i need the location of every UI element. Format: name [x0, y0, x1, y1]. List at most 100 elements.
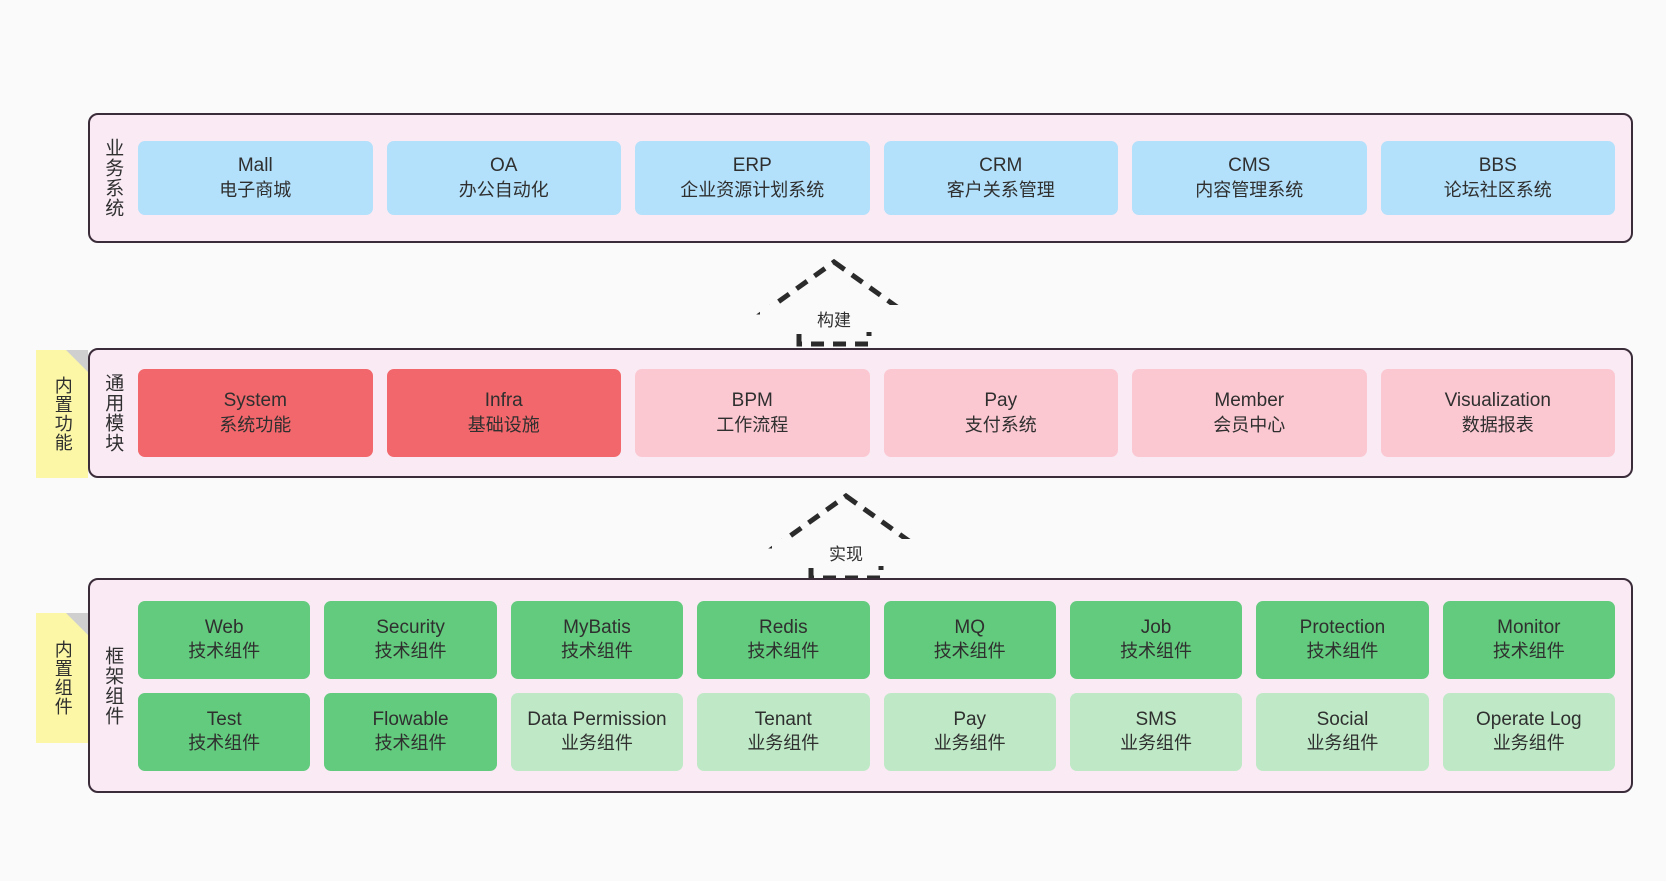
- card-cms[interactable]: CMS 内容管理系统: [1132, 141, 1367, 215]
- card-tenant[interactable]: Tenant 业务组件: [697, 692, 870, 771]
- card-mall[interactable]: Mall 电子商城: [138, 141, 373, 215]
- card-title: Flowable: [372, 708, 449, 730]
- card-subtitle: 电子商城: [219, 179, 292, 200]
- card-infra[interactable]: Infra 基础设施: [386, 369, 621, 457]
- sticky-note-label: 内置组件: [52, 640, 73, 716]
- card-test[interactable]: Test 技术组件: [138, 692, 311, 771]
- card-row: Web 技术组件 Security 技术组件 MyBatis 技术组件 Redi…: [138, 600, 1615, 679]
- card-crm[interactable]: CRM 客户关系管理: [883, 141, 1118, 215]
- card-title: Web: [204, 616, 244, 638]
- card-title: Job: [1140, 616, 1172, 638]
- card-security[interactable]: Security 技术组件: [324, 600, 497, 679]
- card-subtitle: 技术组件: [188, 733, 261, 754]
- card-title: CMS: [1228, 155, 1271, 177]
- layer-body-business: Mall 电子商城 OA 办公自动化 ERP 企业资源计划系统 CRM 客户关系…: [134, 115, 1631, 241]
- card-subtitle: 论坛社区系统: [1443, 179, 1552, 200]
- card-title: BPM: [731, 390, 773, 412]
- card-title: OA: [490, 155, 518, 177]
- card-member[interactable]: Member 会员中心: [1132, 369, 1367, 457]
- card-subtitle: 技术组件: [1306, 641, 1379, 662]
- card-title: Test: [206, 708, 242, 730]
- card-subtitle: 客户关系管理: [946, 179, 1055, 200]
- card-subtitle: 技术组件: [1120, 641, 1193, 662]
- card-job[interactable]: Job 技术组件: [1069, 600, 1243, 679]
- card-title: Data Permission: [527, 708, 667, 730]
- card-mybatis[interactable]: MyBatis 技术组件: [510, 600, 684, 679]
- card-subtitle: 办公自动化: [458, 179, 549, 200]
- card-subtitle: 业务组件: [560, 733, 633, 754]
- card-title: Pay: [953, 708, 987, 730]
- card-row: System 系统功能 Infra 基础设施 BPM 工作流程 Pay 支付系统…: [138, 369, 1615, 457]
- card-title: ERP: [732, 155, 772, 177]
- card-subtitle: 业务组件: [747, 733, 820, 754]
- card-subtitle: 技术组件: [747, 641, 820, 662]
- card-title: Tenant: [754, 708, 812, 730]
- folded-corner-icon: [66, 613, 88, 635]
- arrow-label-realize: 实现: [772, 539, 920, 566]
- card-title: Security: [376, 616, 445, 638]
- card-bpm[interactable]: BPM 工作流程: [635, 369, 870, 457]
- card-subtitle: 业务组件: [1306, 733, 1379, 754]
- layer-common-modules: 通用模块 System 系统功能 Infra 基础设施 BPM 工作流程 Pay…: [88, 348, 1633, 478]
- card-pay[interactable]: Pay 支付系统: [883, 369, 1118, 457]
- card-title: Operate Log: [1475, 708, 1582, 730]
- card-title: Visualization: [1444, 390, 1551, 412]
- layer-title-business: 业务系统: [102, 138, 124, 218]
- card-title: Member: [1214, 390, 1285, 412]
- card-protection[interactable]: Protection 技术组件: [1256, 600, 1429, 679]
- card-subtitle: 企业资源计划系统: [680, 179, 825, 200]
- card-erp[interactable]: ERP 企业资源计划系统: [635, 141, 870, 215]
- card-title: Mall: [237, 155, 273, 177]
- card-subtitle: 技术组件: [560, 641, 633, 662]
- card-title: MQ: [954, 616, 985, 638]
- card-title: Redis: [759, 616, 808, 638]
- layer-title-module: 通用模块: [102, 373, 124, 453]
- card-title: CRM: [979, 155, 1023, 177]
- card-bbs[interactable]: BBS 论坛社区系统: [1380, 141, 1615, 215]
- card-sms[interactable]: SMS 业务组件: [1069, 692, 1243, 771]
- card-monitor[interactable]: Monitor 技术组件: [1442, 600, 1615, 679]
- sticky-note-label: 内置功能: [52, 376, 73, 452]
- card-subtitle: 业务组件: [1492, 733, 1565, 754]
- card-title: Infra: [484, 390, 523, 412]
- card-subtitle: 工作流程: [716, 414, 789, 435]
- layer-body-framework: Web 技术组件 Security 技术组件 MyBatis 技术组件 Redi…: [134, 580, 1631, 791]
- card-operate-log[interactable]: Operate Log 业务组件: [1442, 692, 1615, 771]
- card-title: Monitor: [1497, 616, 1561, 638]
- card-title: Social: [1316, 708, 1369, 730]
- card-subtitle: 支付系统: [964, 414, 1037, 435]
- card-redis[interactable]: Redis 技术组件: [697, 600, 870, 679]
- card-subtitle: 技术组件: [374, 733, 447, 754]
- card-subtitle: 业务组件: [1120, 733, 1193, 754]
- card-flowable[interactable]: Flowable 技术组件: [324, 692, 497, 771]
- card-subtitle: 技术组件: [188, 641, 261, 662]
- card-web[interactable]: Web 技术组件: [138, 600, 311, 679]
- card-mq[interactable]: MQ 技术组件: [883, 600, 1056, 679]
- card-row: Test 技术组件 Flowable 技术组件 Data Permission …: [138, 692, 1615, 771]
- arrow-label-build: 构建: [760, 305, 908, 332]
- card-subtitle: 技术组件: [933, 641, 1006, 662]
- card-pay-component[interactable]: Pay 业务组件: [883, 692, 1056, 771]
- card-visualization[interactable]: Visualization 数据报表: [1380, 369, 1615, 457]
- card-title: Protection: [1299, 616, 1386, 638]
- folded-corner-icon: [66, 350, 88, 372]
- card-system[interactable]: System 系统功能: [138, 369, 373, 457]
- layer-framework-components: 框架组件 Web 技术组件 Security 技术组件 MyBatis 技术组件…: [88, 578, 1633, 793]
- card-oa[interactable]: OA 办公自动化: [386, 141, 621, 215]
- card-subtitle: 数据报表: [1461, 414, 1534, 435]
- card-social[interactable]: Social 业务组件: [1256, 692, 1429, 771]
- card-subtitle: 内容管理系统: [1195, 179, 1304, 200]
- layer-business-systems: 业务系统 Mall 电子商城 OA 办公自动化 ERP 企业资源计划系统 CRM…: [88, 113, 1633, 243]
- sticky-note-builtin-component: 内置组件: [36, 613, 88, 743]
- block-arrow-realize: 实现: [768, 492, 924, 581]
- card-subtitle: 系统功能: [219, 414, 292, 435]
- block-arrow-build: 构建: [756, 258, 912, 347]
- layer-title-framework: 框架组件: [102, 645, 124, 726]
- sticky-note-builtin-function: 内置功能: [36, 350, 88, 478]
- card-data-permission[interactable]: Data Permission 业务组件: [510, 692, 684, 771]
- card-row: Mall 电子商城 OA 办公自动化 ERP 企业资源计划系统 CRM 客户关系…: [138, 141, 1615, 215]
- layer-body-module: System 系统功能 Infra 基础设施 BPM 工作流程 Pay 支付系统…: [134, 350, 1631, 476]
- card-title: SMS: [1135, 708, 1177, 730]
- card-subtitle: 业务组件: [933, 733, 1006, 754]
